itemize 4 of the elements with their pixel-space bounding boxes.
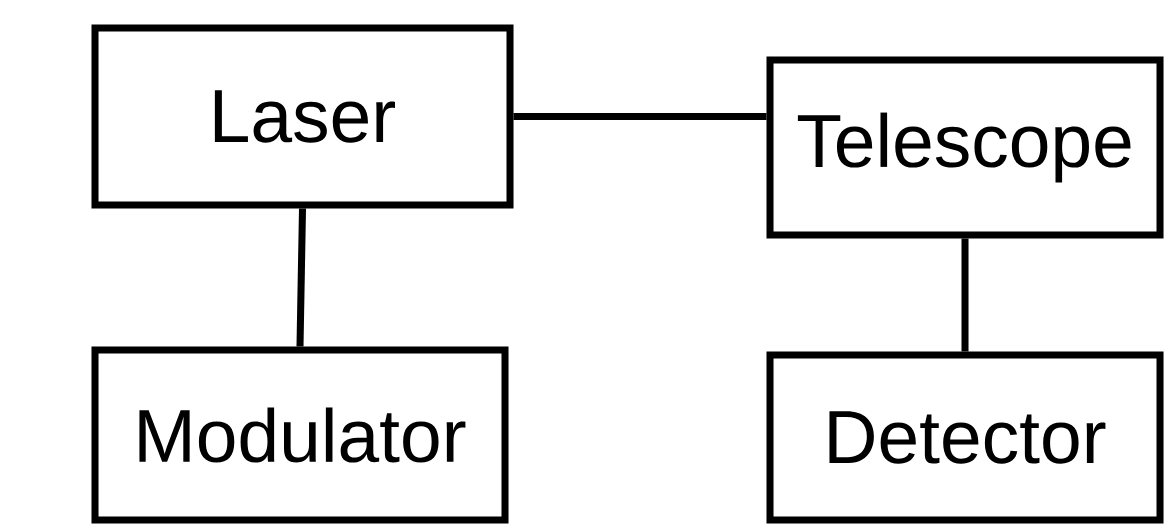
block-box: Modulator [91, 346, 509, 524]
block-box: Laser [91, 24, 514, 209]
block-box: Detector [766, 351, 1164, 524]
block-box: Telescope [766, 56, 1164, 239]
